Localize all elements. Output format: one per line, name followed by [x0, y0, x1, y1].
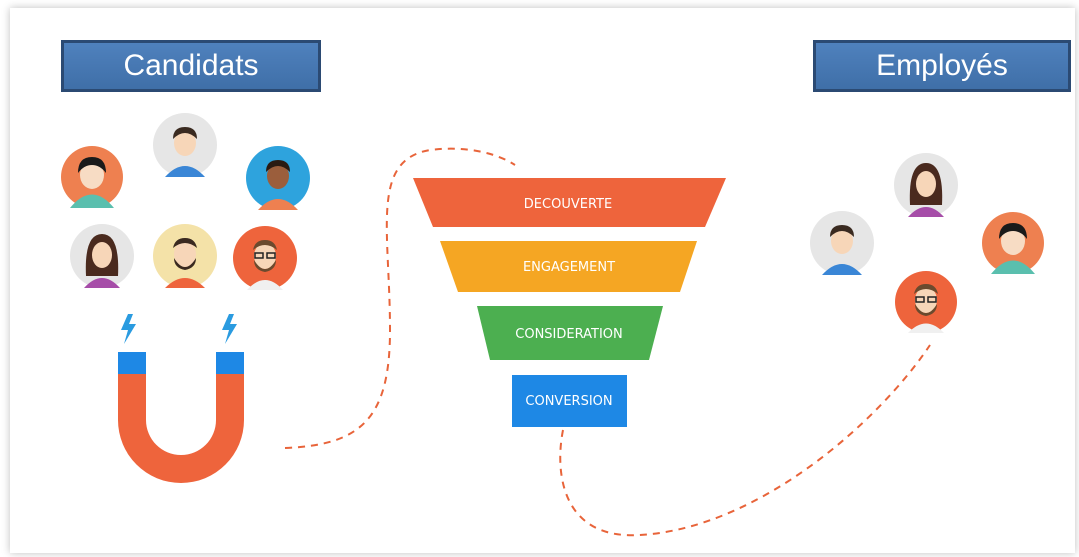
funnel-label-engagement: ENGAGEMENT [523, 260, 615, 275]
funnel-icon: DECOUVERTE ENGAGEMENT CONSIDERATION CONV… [413, 178, 726, 427]
candidates-label: Candidats [123, 49, 259, 82]
funnel-label-consideration: CONSIDERATION [515, 327, 622, 342]
funnel-stage-conversion [512, 375, 627, 427]
dashed-path-funnel-to-employees [559, 344, 931, 537]
magnet-icon [118, 352, 244, 483]
avatar-icon [70, 224, 134, 288]
funnel-label-conversion: CONVERSION [525, 394, 612, 409]
avatar-icon [982, 212, 1044, 274]
lightning-icon [121, 314, 237, 344]
avatar-icon [810, 211, 874, 275]
employees-label-box: Employés [813, 40, 1071, 92]
avatar-icon [153, 113, 217, 177]
avatar-icon [61, 146, 123, 208]
funnel-label-decouverte: DECOUVERTE [524, 197, 612, 212]
funnel-stage-consideration [477, 306, 663, 360]
avatar-icon [895, 271, 957, 333]
dashed-path-magnet-to-funnel [284, 147, 516, 449]
employees-label: Employés [876, 49, 1008, 82]
funnel-stage-engagement [440, 241, 697, 292]
funnel-stage-decouverte [413, 178, 726, 227]
avatar-icon [246, 146, 310, 210]
avatar-icon [153, 224, 217, 288]
candidates-label-box: Candidats [61, 40, 321, 92]
avatar-icon [233, 226, 297, 290]
avatar-icon [894, 153, 958, 217]
